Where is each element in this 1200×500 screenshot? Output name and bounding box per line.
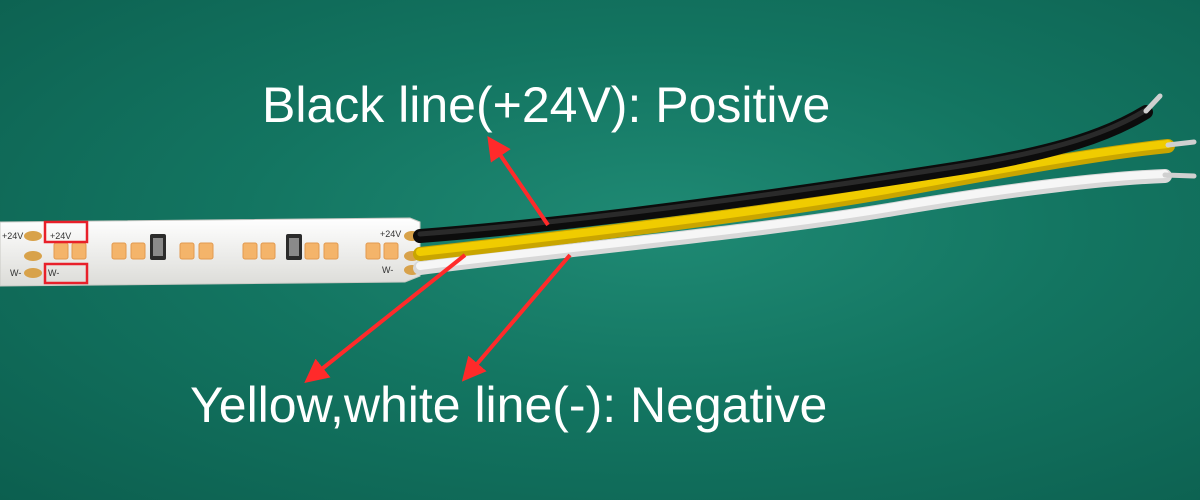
pad-label-plus-left: +24V: [2, 231, 23, 241]
resistors: [150, 234, 302, 260]
pad-label-minus-left: W-: [10, 268, 21, 278]
led-chips: [53, 242, 399, 260]
annotation-arrows: [304, 136, 572, 383]
highlight-box-plus: [43, 220, 89, 244]
arrow-to-positive-label: [487, 136, 550, 227]
pad-label-minus-highlighted: W-: [48, 268, 59, 278]
pad-label-minus-right: W-: [382, 265, 393, 275]
wire-tips: [1143, 93, 1197, 179]
highlight-box-minus: [43, 262, 89, 285]
pad-label-plus-highlighted: +24V: [50, 231, 71, 241]
positive-caption: Black line(+24V): Positive: [262, 77, 831, 133]
arrow-yellow-to-negative-label: [304, 253, 467, 383]
negative-caption: Yellow,white line(-): Negative: [190, 377, 828, 433]
wires: [413, 105, 1175, 275]
arrow-white-to-negative-label: [461, 253, 572, 382]
led-strip: +24V +24V W- W- +24V W-: [0, 217, 421, 287]
pad-label-plus-right: +24V: [380, 229, 401, 239]
